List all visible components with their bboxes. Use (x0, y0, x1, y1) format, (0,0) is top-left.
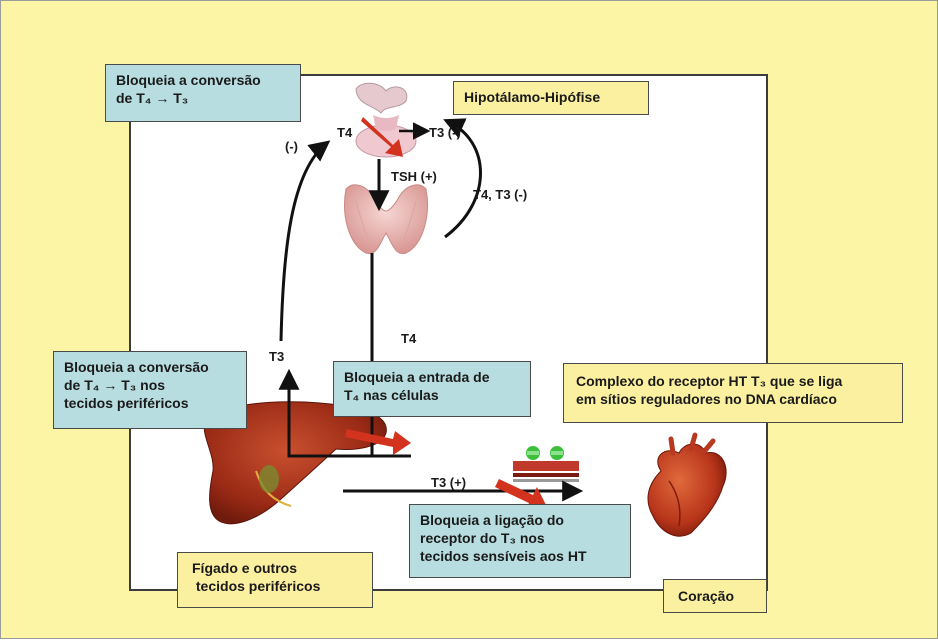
callout-block-conversion-peripheral: Bloqueia a conversão de T₄ → T₃ nos teci… (53, 351, 247, 429)
label-t3-minus-top: T3 (-) (429, 125, 461, 140)
label-t4-t3-minus: T4, T3 (-) (473, 187, 527, 202)
callout-line: de T₄ → T₃ (116, 89, 290, 107)
callout-line: T₄ nas células (344, 386, 520, 404)
callout-line: Bloqueia a entrada de (344, 368, 520, 386)
callout-line: Bloqueia a conversão (116, 71, 290, 89)
callout-line: tecidos periféricos (192, 577, 358, 595)
callout-line: Fígado e outros (192, 559, 358, 577)
label-liver-tissues: Fígado e outros tecidos periféricos (177, 552, 373, 608)
dna-illustration (513, 446, 579, 482)
label-t3-left: T3 (269, 349, 284, 364)
callout-block-conversion-top: Bloqueia a conversão de T₄ → T₃ (105, 64, 301, 122)
callout-line: Hipotálamo-Hipófise (464, 88, 638, 106)
callout-line: Bloqueia a conversão (64, 358, 236, 376)
callout-line: receptor do T₃ nos (420, 529, 620, 547)
callout-receptor-complex: Complexo do receptor HT T₃ que se liga e… (563, 363, 903, 423)
label-minus-left: (-) (285, 139, 298, 154)
callout-line: em sítios reguladores no DNA cardíaco (576, 390, 890, 408)
callout-line: tecidos sensíveis aos HT (420, 547, 620, 565)
block-arrows (345, 117, 547, 511)
callout-line: Coração (678, 587, 752, 605)
callout-line: Bloqueia a ligação do (420, 511, 620, 529)
callout-line: tecidos periféricos (64, 394, 236, 412)
heart-illustration (648, 435, 726, 536)
callout-block-cell-entry: Bloqueia a entrada de T₄ nas células (333, 361, 531, 417)
label-hypothalamus-pituitary: Hipotálamo-Hipófise (453, 81, 649, 115)
label-heart: Coração (663, 579, 767, 613)
label-t4-top: T4 (337, 125, 353, 140)
thyroid-illustration (345, 185, 428, 254)
label-t3-plus: T3 (+) (431, 475, 466, 490)
callout-line: de T₄ → T₃ nos (64, 376, 236, 394)
label-t4-mid: T4 (401, 331, 417, 346)
label-tsh-plus: TSH (+) (391, 169, 437, 184)
callout-line: Complexo do receptor HT T₃ que se liga (576, 372, 890, 390)
callout-block-receptor-binding: Bloqueia a ligação do receptor do T₃ nos… (409, 504, 631, 578)
